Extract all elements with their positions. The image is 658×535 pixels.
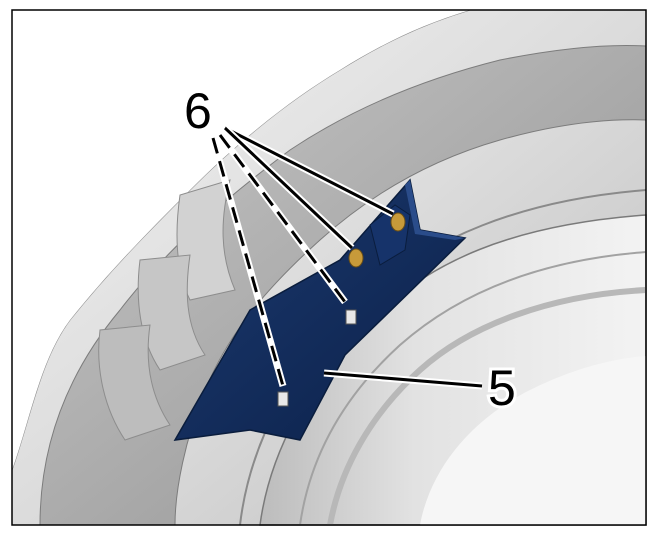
fastener-lower <box>277 391 289 407</box>
figure-frame <box>11 9 647 526</box>
callout-label-5: 5 <box>488 360 516 416</box>
callout-label-6: 6 <box>184 83 212 139</box>
arch-lip-inner <box>299 251 647 526</box>
housing-rib-1 <box>176 179 236 301</box>
housing-rib-2 <box>137 254 206 371</box>
arch-highlight <box>420 356 646 525</box>
fastener-mid <box>345 309 357 325</box>
housing-rib-3 <box>98 324 171 441</box>
upper-left-area <box>12 10 470 470</box>
fastener-top <box>390 212 406 232</box>
bracket-flange <box>405 180 465 240</box>
callout-5-leader <box>323 369 483 390</box>
callout-6-leaders <box>209 124 395 387</box>
arch-lip-shadow <box>327 287 647 526</box>
fastener-upper-mid <box>348 248 364 268</box>
